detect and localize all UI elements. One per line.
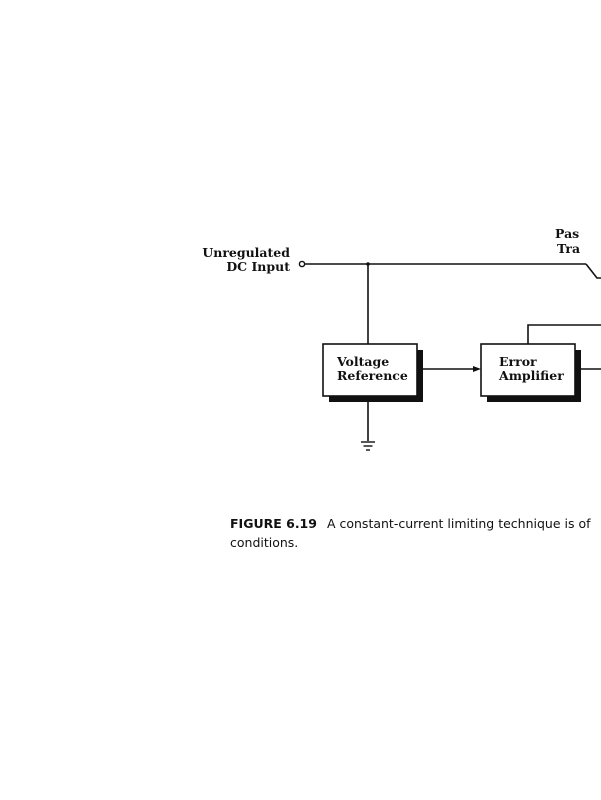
error-amplifier-label-line1: Error (499, 354, 537, 369)
figure-caption: FIGURE 6.19 A constant-current limiting t… (230, 514, 601, 552)
figure-number: FIGURE 6.19 (230, 516, 317, 531)
caption-text-2: conditions. (230, 535, 299, 550)
error-amplifier-block (480, 343, 576, 397)
input-terminal (298, 260, 306, 268)
feedback-wire (527, 324, 601, 344)
voltage-reference-label-line1: Voltage (336, 354, 389, 369)
pass-transistor-lead (585, 263, 601, 279)
pass-transistor-label-line1: Pas (555, 226, 579, 241)
input-label-line2: DC Input (226, 259, 290, 274)
error-amplifier-label-line2: Amplifier (498, 368, 564, 383)
input-label-line1: Unregulated (202, 245, 290, 260)
junction-dot (366, 262, 370, 266)
voltage-reference-label-line2: Reference (337, 368, 408, 383)
caption-text-1: A constant-current limiting technique is… (326, 516, 591, 531)
caption-line-1: FIGURE 6.19 A constant-current limiting t… (230, 514, 601, 533)
ground-icon (361, 441, 375, 451)
voltage-reference-block (322, 343, 418, 397)
arrow-head (473, 366, 481, 372)
pass-transistor-label-line2: Tra (557, 241, 580, 256)
